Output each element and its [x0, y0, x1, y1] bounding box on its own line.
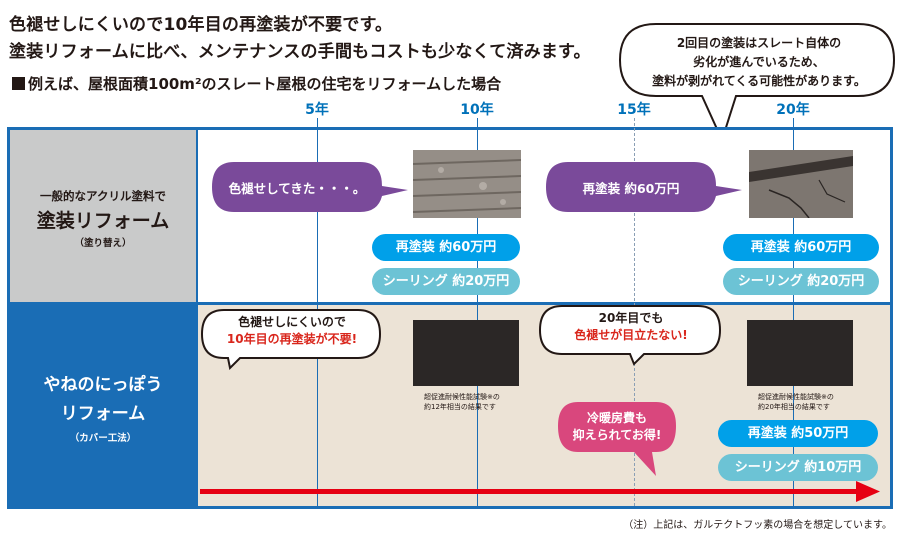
paint-row-label-main: 塗装リフォーム [36, 210, 170, 232]
cover-caption-20yr: 超促進耐候性能試験※の 約20年相当の結果です [758, 392, 834, 412]
cover-bubble3-line1: 冷暖房費も [586, 411, 647, 425]
cracked-slate-photo [749, 150, 853, 218]
cover-caption-20yr-line2: 約20年相当の結果です [758, 403, 830, 411]
cover-caption-20yr-line1: 超促進耐候性能試験※の [758, 393, 834, 401]
timeline-arrow [200, 481, 880, 502]
year-label-15: 15年 [617, 102, 651, 118]
top-callout-line1: 2回目の塗装はスレート自体の [676, 36, 842, 50]
paint-y20-repaint-pill: 再塗装 約60万円 [723, 234, 879, 261]
year-label-5: 5年 [305, 102, 329, 118]
paint-row-label: 一般的なアクリル塗料で 塗装リフォーム （塗り替え） [10, 188, 196, 249]
cover-bubble3-shape [558, 402, 676, 476]
year-line-20 [793, 118, 794, 506]
top-callout-bubble [618, 23, 896, 142]
cover-roof-photo-20yr [747, 320, 853, 386]
paint-y10-repaint-pill: 再塗装 約60万円 [372, 234, 520, 261]
footnote: （注）上記は、ガルテクトフッ素の場合を想定しています。 [623, 520, 892, 531]
cover-bubble3-line2: 抑えられてお得! [572, 428, 662, 442]
cover-bubble2-line2: 色褪せが目立たない! [574, 328, 688, 342]
top-callout-line2: 劣化が進んでいるため、 [693, 55, 825, 69]
top-callout-line3: 塗料が剥がれてくる可能性があります。 [652, 74, 866, 88]
fade-bubble-text: 色褪せしてきた・・・。 [228, 181, 366, 196]
paint-y10-sealing-pill: シーリング 約20万円 [372, 268, 520, 295]
headline-line2: 塗装リフォームに比べ、メンテナンスの手間もコストも少なくて済みます。 [9, 42, 591, 62]
cover-row-label-main1: やねのにっぽう [43, 375, 163, 395]
year-label-10: 10年 [460, 102, 494, 118]
subheading: 例えば、屋根面積100m²のスレート屋根の住宅をリフォームした場合 [12, 73, 501, 94]
cover-bubble3-text: 冷暖房費も 抑えられてお得! [558, 410, 676, 444]
year-line-10 [477, 118, 478, 506]
paint-row-label-small: 一般的なアクリル塗料で [40, 189, 166, 203]
cover-bubble2-line1: 20年目でも [598, 311, 664, 325]
cover-caption-12yr-line2: 約12年相当の結果です [424, 403, 496, 411]
cover-row-label-main2: リフォーム [60, 404, 146, 424]
cover-bubble1-text: 色褪せしにくいので 10年目の再塗装が不要! [202, 314, 382, 348]
year-label-20: 20年 [776, 102, 810, 118]
cover-caption-12yr-line1: 超促進耐候性能試験※の [424, 393, 500, 401]
repaint-bubble-text: 再塗装 約60万円 [582, 181, 680, 196]
paint-y20-sealing-pill: シーリング 約20万円 [723, 268, 879, 295]
cover-row-label: やねのにっぽう リフォーム （カバー工法） [10, 370, 196, 444]
paint-row-header [10, 130, 196, 302]
cover-row-label-sub: （カバー工法） [69, 433, 137, 444]
cover-bubble2-text: 20年目でも 色褪せが目立たない! [540, 310, 722, 344]
headline-line1: 色褪せしにくいので10年目の再塗装が不要です。 [9, 15, 393, 35]
cover-y20-sealing-pill: シーリング 約10万円 [718, 454, 878, 481]
top-callout-text: 2回目の塗装はスレート自体の 劣化が進んでいるため、 塗料が剥がれてくる可能性が… [630, 34, 888, 91]
cover-bubble2-shape [538, 305, 722, 366]
square-bullet-icon [12, 77, 25, 90]
cover-caption-12yr: 超促進耐候性能試験※の 約12年相当の結果です [424, 392, 500, 412]
fade-bubble-shape [212, 162, 408, 212]
cover-y20-repaint-pill: 再塗装 約50万円 [718, 420, 878, 447]
cover-row-header [10, 305, 196, 506]
faded-slate-photo [413, 150, 521, 218]
cover-bubble1-shape [200, 309, 382, 370]
repaint-bubble-shape [546, 162, 742, 212]
cover-bubble1-line1: 色褪せしにくいので [238, 315, 346, 329]
cover-roof-photo-12yr [413, 320, 519, 386]
subheading-text: 例えば、屋根面積100m²のスレート屋根の住宅をリフォームした場合 [28, 75, 502, 93]
paint-row-label-sub: （塗り替え） [74, 238, 132, 249]
cover-bubble1-line2: 10年目の再塗装が不要! [226, 332, 358, 346]
